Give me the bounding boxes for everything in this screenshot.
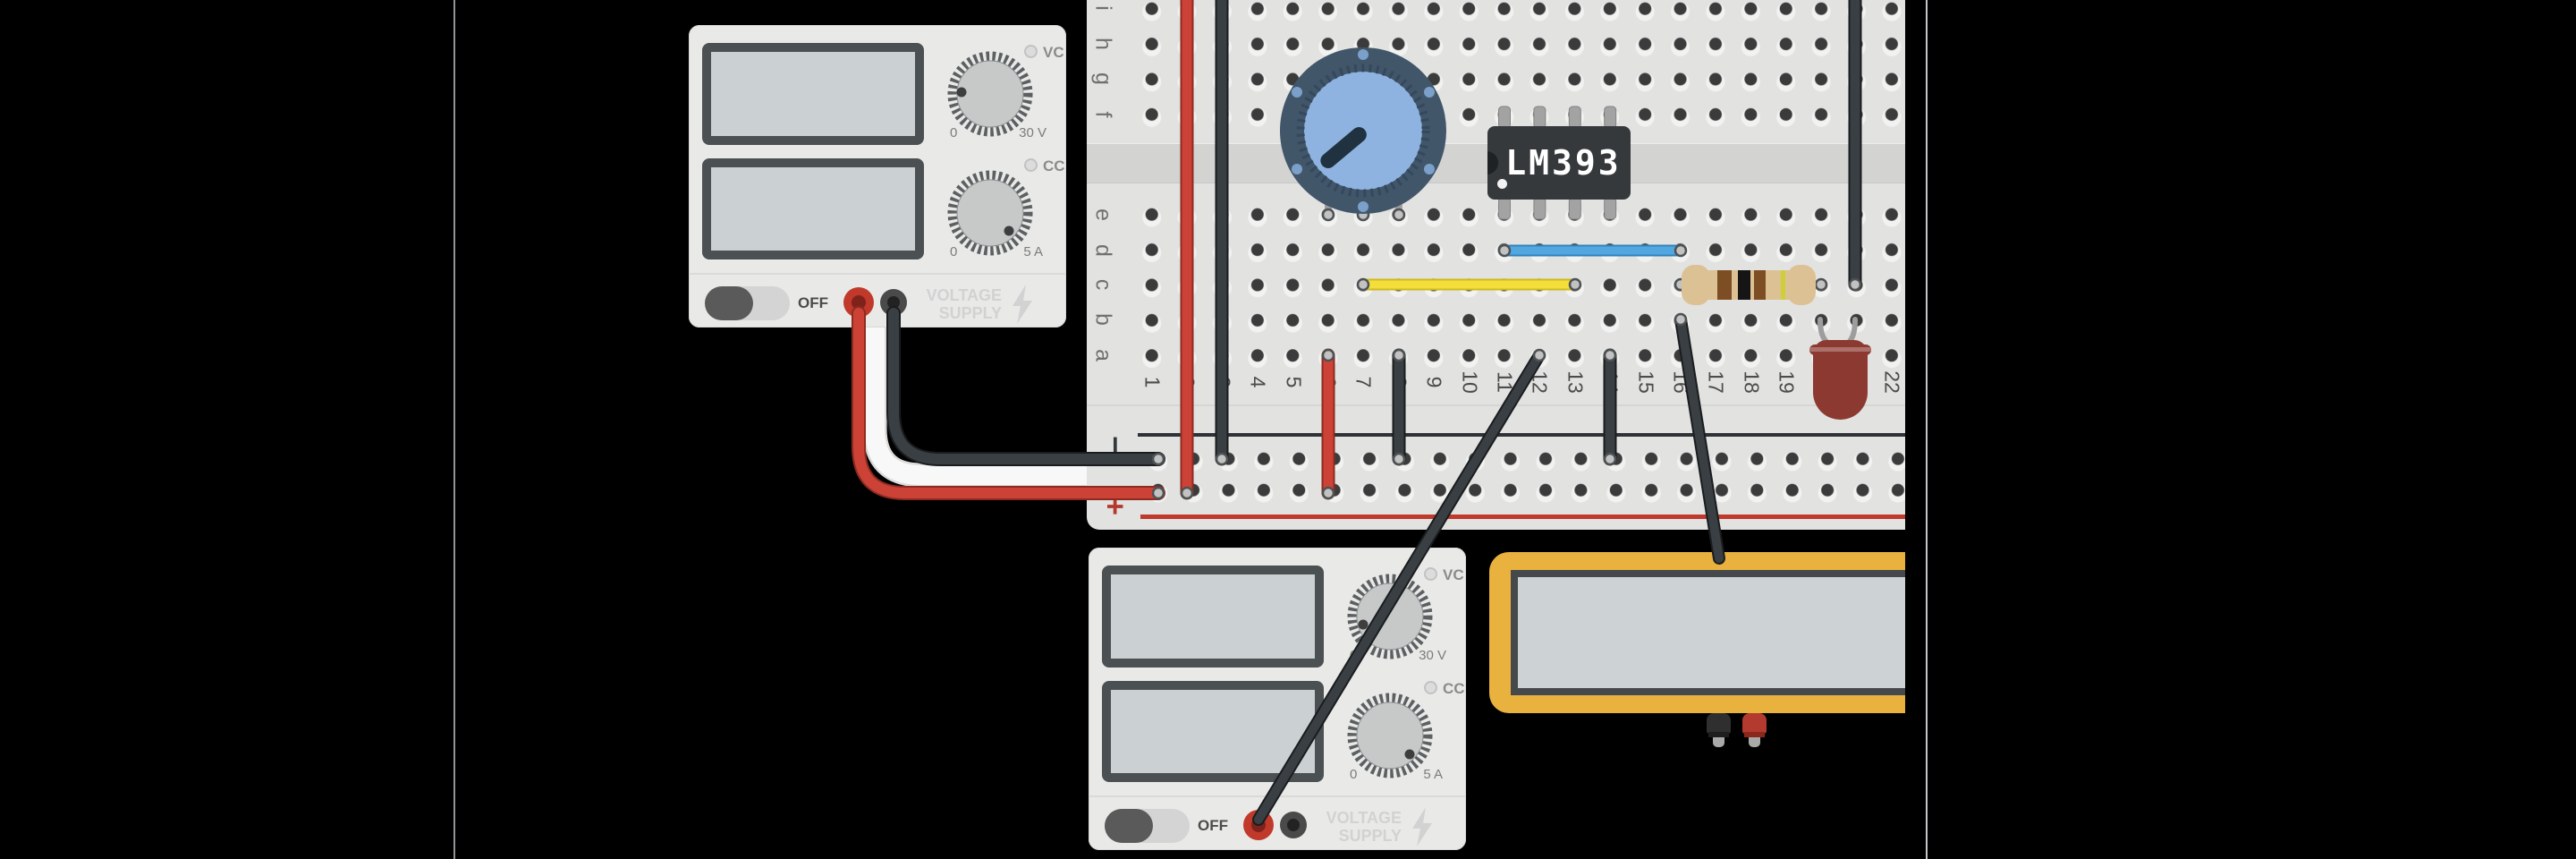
current-knob[interactable] <box>1341 686 1439 785</box>
vc-label: VC <box>1043 44 1064 61</box>
current-max-label: 5 A <box>1023 244 1043 259</box>
wire-connector[interactable] <box>1603 452 1617 466</box>
cc-label: CC <box>1043 157 1065 174</box>
lightning-bolt-icon <box>1013 285 1032 324</box>
bottom-supply-to-board-wire[interactable] <box>1254 351 1544 824</box>
red-led[interactable] <box>1809 340 1871 420</box>
supply-black-wire-outline[interactable] <box>886 306 1165 466</box>
breadboard-negative-rail-line <box>1138 433 1905 437</box>
ic-label: LM393 <box>1505 143 1622 183</box>
multimeter-red-probe[interactable] <box>1742 713 1767 747</box>
wire-connector[interactable] <box>1603 348 1617 362</box>
supply-current-display <box>1102 681 1324 782</box>
ic-pin <box>1498 106 1511 129</box>
ic-pin <box>1498 197 1511 220</box>
wire-connector[interactable] <box>1180 486 1194 500</box>
supply-voltage-display <box>702 43 924 145</box>
current-max-label: 5 A <box>1423 767 1443 782</box>
power-toggle[interactable] <box>1105 809 1190 843</box>
workspace-left-edge-line <box>453 0 455 859</box>
wire-connector[interactable] <box>1392 452 1406 466</box>
wire-connector[interactable] <box>1674 243 1688 258</box>
wire-connector[interactable] <box>1321 486 1335 500</box>
wire-connector[interactable] <box>1392 208 1406 222</box>
voltage-min-label: 0 <box>950 125 958 140</box>
wire-connector[interactable] <box>1321 348 1335 362</box>
vc-label: VC <box>1443 566 1464 583</box>
wire-connector[interactable] <box>1215 452 1229 466</box>
led-highlight <box>1809 347 1871 352</box>
resistor-band <box>1738 265 1750 305</box>
lightning-bolt-icon <box>1412 807 1432 846</box>
breadboard-positive-rail-line <box>1140 515 1905 519</box>
workspace-right-edge-line <box>1926 0 1928 859</box>
supply-white-wire[interactable] <box>865 316 1103 485</box>
resistor-band <box>1781 265 1785 305</box>
wire-connector[interactable] <box>1321 208 1335 222</box>
supply-current-display <box>702 158 924 259</box>
power-toggle-label: OFF <box>1198 817 1228 834</box>
ic-notch <box>1487 151 1498 174</box>
pot-mount-dots <box>1292 49 1435 212</box>
cc-indicator-led <box>1024 158 1038 172</box>
negative-terminal[interactable] <box>1280 812 1307 838</box>
resistor-band <box>1717 265 1732 305</box>
wire-connector[interactable] <box>1568 277 1582 292</box>
voltage-knob[interactable] <box>941 45 1039 143</box>
vc-indicator-led <box>1024 45 1038 58</box>
current-knob[interactable] <box>941 164 1039 262</box>
wire-connector[interactable] <box>1392 348 1406 362</box>
current-min-label: 0 <box>1350 767 1358 782</box>
breadboard[interactable]: ihgfedcba1234567891011121314151617181920… <box>1087 0 1905 530</box>
power-toggle[interactable] <box>705 286 790 320</box>
vc-indicator-led <box>1424 567 1437 581</box>
power-toggle-label: OFF <box>798 294 828 311</box>
multimeter[interactable] <box>1489 552 1905 713</box>
board-to-multimeter-wire[interactable] <box>1676 315 1724 563</box>
supply-red-wire[interactable] <box>853 308 1164 498</box>
potentiometer[interactable] <box>1274 41 1453 220</box>
cc-label: CC <box>1443 680 1465 697</box>
ic-pin <box>1568 106 1581 129</box>
led-flange <box>1809 344 1871 355</box>
ic-pin <box>1568 197 1581 220</box>
breadboard-positive-rail-holes[interactable] <box>1140 472 1905 508</box>
multimeter-display <box>1511 570 1905 695</box>
current-min-label: 0 <box>950 244 958 259</box>
supply-black-wire[interactable] <box>888 308 1164 464</box>
wire-connector[interactable] <box>1151 486 1165 500</box>
ic-pin1-dot <box>1497 179 1507 189</box>
resistor-band <box>1754 265 1766 305</box>
ic-pin <box>1533 197 1546 220</box>
wire-connector[interactable] <box>1497 243 1512 258</box>
resistor-color-bands <box>1717 265 1785 305</box>
wire-connector[interactable] <box>1151 452 1165 466</box>
supply-voltage-display <box>1102 566 1324 668</box>
breadboard-rail-divider <box>1087 404 1905 406</box>
voltage-max-label: 30 V <box>1019 125 1046 140</box>
wire-connector[interactable] <box>1356 277 1370 292</box>
cc-indicator-led <box>1424 681 1437 694</box>
ic-pin <box>1604 106 1617 129</box>
ic-pin <box>1604 197 1617 220</box>
resistor-100-ohm[interactable] <box>1673 258 1834 311</box>
breadboard-holes-top-block[interactable] <box>1134 0 1905 132</box>
lm393-comparator-ic[interactable]: LM393 <box>1487 126 1631 200</box>
wire-connector[interactable] <box>1674 312 1688 327</box>
wire-connector[interactable] <box>1532 348 1546 362</box>
multimeter-black-probe[interactable] <box>1707 713 1731 747</box>
supply-divider <box>689 273 1066 275</box>
wire-connector[interactable] <box>1848 277 1862 292</box>
breadboard-negative-rail-holes[interactable] <box>1140 441 1905 477</box>
ic-pin <box>1533 106 1546 129</box>
voltage-max-label: 30 V <box>1419 648 1446 663</box>
